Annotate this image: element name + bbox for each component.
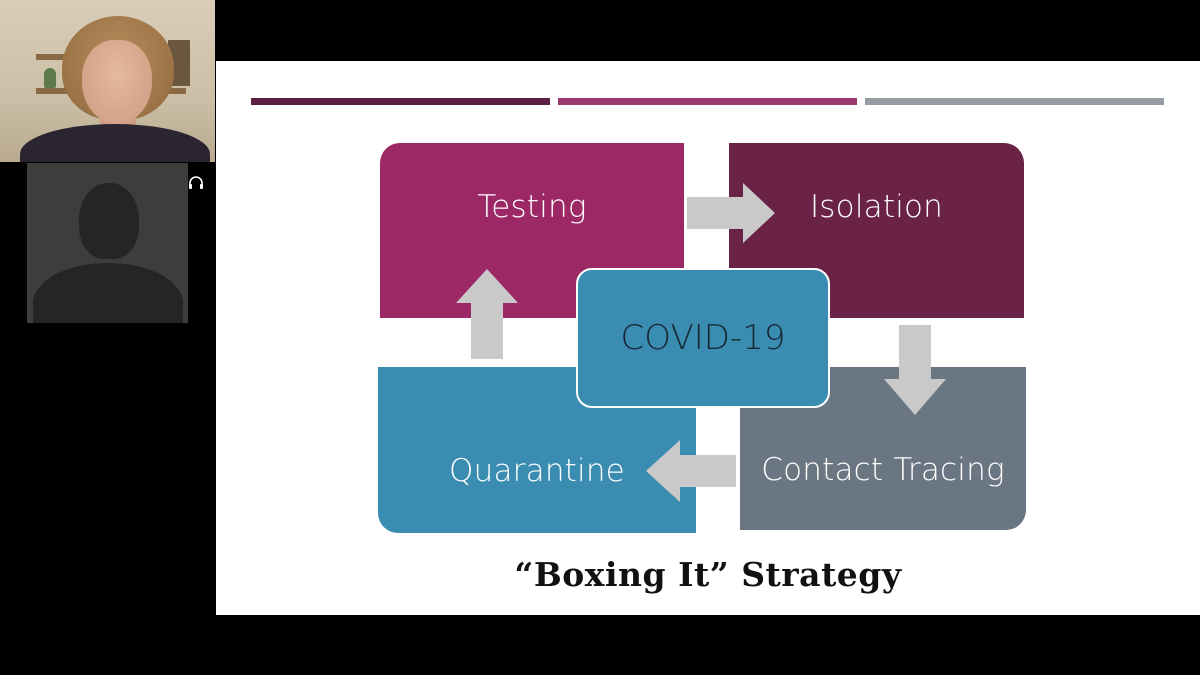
arrow-right-icon xyxy=(687,183,775,243)
slide-caption: “Boxing It” Strategy xyxy=(514,555,902,594)
speaker-face xyxy=(82,40,152,124)
speaker-shoulders xyxy=(20,124,210,162)
background-plant xyxy=(44,68,56,88)
speaker-video-tile[interactable] xyxy=(0,0,215,162)
isolation-label: Isolation xyxy=(809,189,944,225)
avatar-silhouette-body xyxy=(33,263,183,323)
arrow-left-icon xyxy=(646,440,736,502)
covid-19-center-box: COVID-19 xyxy=(576,268,830,408)
contact-tracing-label: Contact Tracing xyxy=(761,452,1005,488)
header-rule xyxy=(558,98,857,105)
quarantine-box: Quarantine xyxy=(378,367,696,533)
arrow-down-icon xyxy=(884,325,946,415)
header-rule xyxy=(251,98,550,105)
testing-label: Testing xyxy=(477,189,587,225)
headset-icon xyxy=(186,173,206,193)
header-rule xyxy=(865,98,1164,105)
shared-slide: Testing Isolation Quarantine Contact Tra… xyxy=(216,61,1200,615)
arrow-up-icon xyxy=(456,269,518,359)
attendee-video-tile[interactable] xyxy=(27,163,188,323)
center-label: COVID-19 xyxy=(620,318,786,358)
avatar-silhouette-head xyxy=(79,183,139,259)
quarantine-label: Quarantine xyxy=(449,453,625,489)
